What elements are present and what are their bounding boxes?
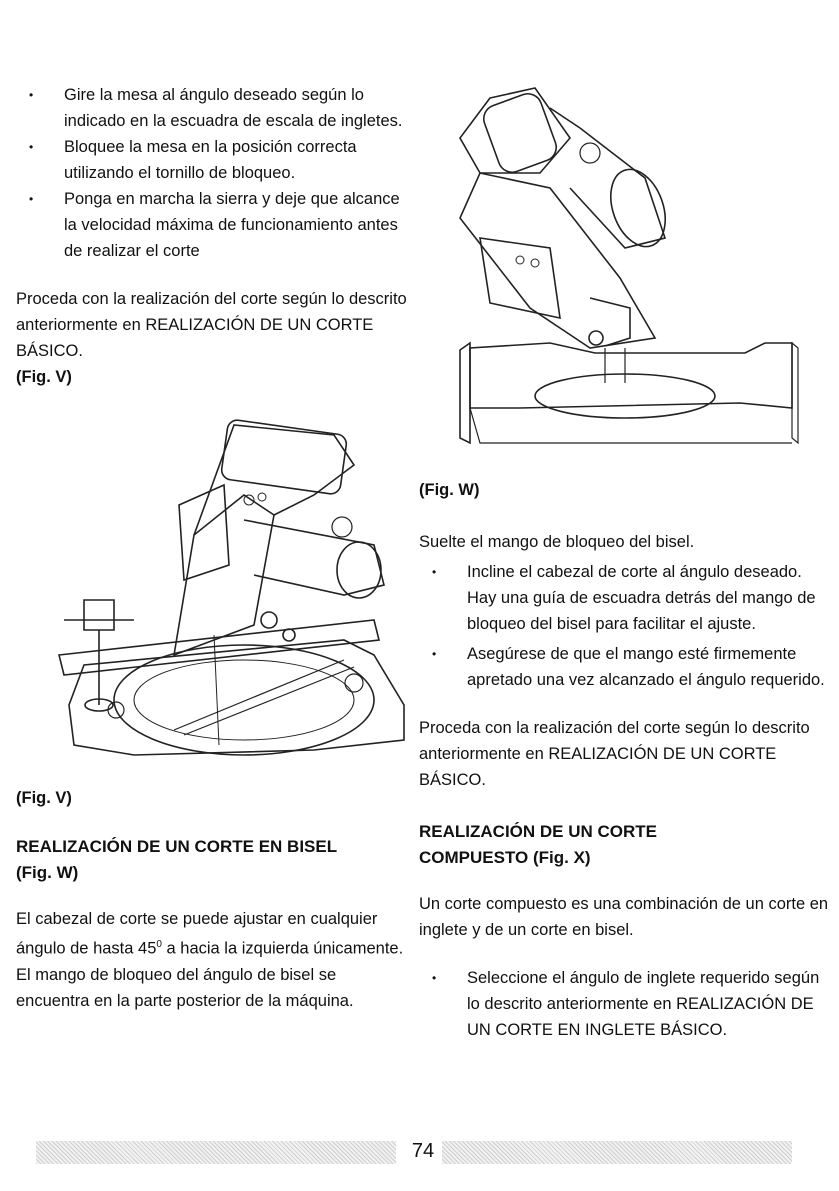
figure-caption: (Fig. V) (16, 789, 72, 807)
left-bullet-list: Gire la mesa al ángulo deseado según lo … (16, 82, 411, 264)
miter-saw-bevel-drawing (459, 87, 799, 445)
section-heading: REALIZACIÓN DE UN CORTE COMPUESTO (Fig. … (419, 822, 657, 867)
paragraph: Suelte el mango de bloqueo del bisel. (419, 533, 695, 551)
paragraph: El mango de bloqueo del ángulo de bisel … (16, 965, 354, 1010)
figure-reference: (Fig. V) (16, 368, 72, 386)
miter-saw-drawing (58, 419, 405, 756)
footer-pattern-right (442, 1141, 792, 1164)
list-item: Ponga en marcha la sierra y deje que alc… (16, 186, 411, 264)
right-bullet-list: Incline el cabezal de corte al ángulo de… (419, 559, 829, 693)
section-figure-reference: (Fig. W) (16, 863, 79, 882)
list-item: Incline el cabezal de corte al ángulo de… (419, 559, 829, 637)
paragraph: El cabezal de corte se puede ajustar en … (16, 910, 404, 958)
list-item: Seleccione el ángulo de inglete requerid… (419, 965, 829, 1043)
figure-w-illustration (420, 78, 820, 450)
left-column-bottom: (Fig. V) REALIZACIÓN DE UN CORTE EN BISE… (16, 785, 411, 1014)
section-heading: REALIZACIÓN DE UN CORTE EN BISEL (16, 837, 338, 856)
list-item: Asegúrese de que el mango esté firmement… (419, 641, 829, 693)
paragraph: Proceda con la realización del corte seg… (16, 290, 407, 360)
footer-pattern-left (36, 1141, 396, 1164)
paragraph: Proceda con la realización del corte seg… (419, 719, 810, 789)
figure-caption: (Fig. W) (419, 481, 480, 499)
paragraph: Un corte compuesto es una combinación de… (419, 895, 829, 939)
list-item: Bloquee la mesa en la posición correcta … (16, 134, 411, 186)
figure-v-illustration (14, 405, 409, 785)
page-number: 74 (411, 1140, 435, 1162)
left-column-top: Gire la mesa al ángulo deseado según lo … (16, 82, 411, 390)
right-column: (Fig. W) Suelte el mango de bloqueo del … (419, 477, 829, 1043)
right-bullet-list-2: Seleccione el ángulo de inglete requerid… (419, 965, 829, 1043)
list-item: Gire la mesa al ángulo deseado según lo … (16, 82, 411, 134)
